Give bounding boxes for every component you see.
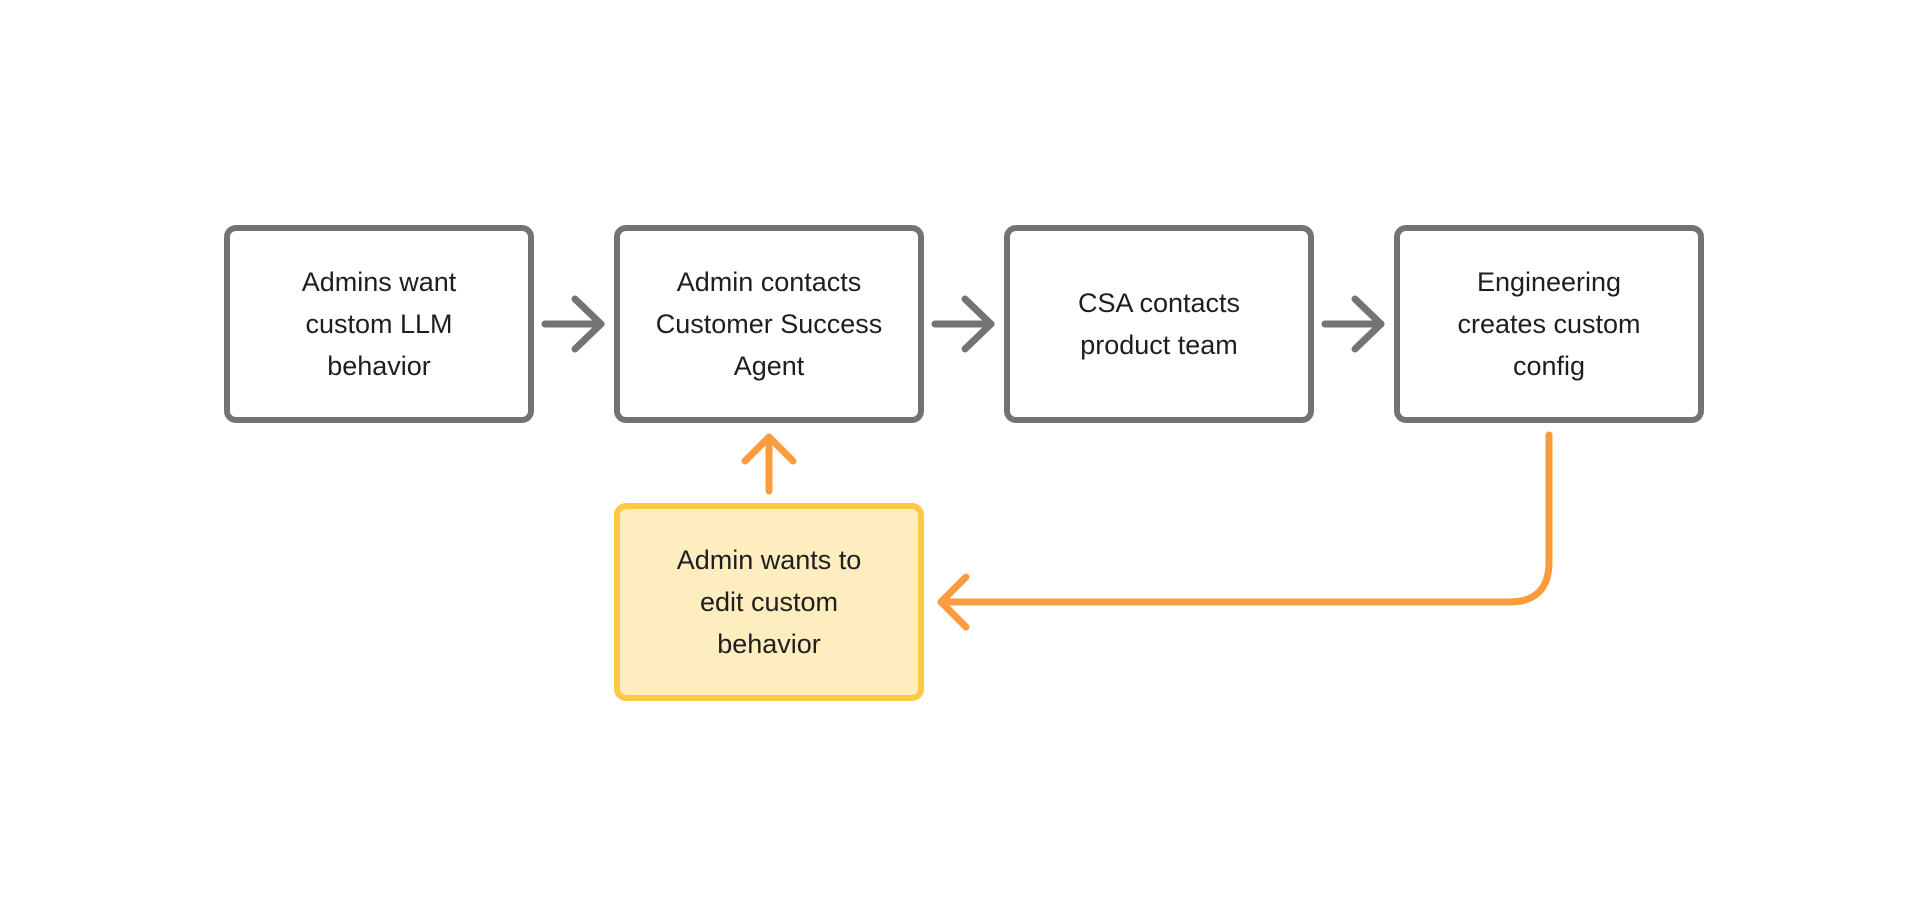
node-label: Admins want custom LLM behavior bbox=[301, 267, 457, 381]
arrow-admin-edit-to-admin-contacts bbox=[741, 433, 797, 495]
node-engineering: Engineering creates custom config bbox=[1394, 225, 1704, 423]
node-label: CSA contacts product team bbox=[1077, 288, 1241, 360]
arrow-admins-to-admin-contacts bbox=[541, 295, 605, 353]
node-admin-edit: Admin wants to edit custom behavior bbox=[614, 503, 924, 701]
node-admin-contacts: Admin contacts Customer Success Agent bbox=[614, 225, 924, 423]
node-admins-want: Admins want custom LLM behavior bbox=[224, 225, 534, 423]
arrow-engineering-to-admin-edit bbox=[937, 431, 1553, 631]
arrow-admin-contacts-to-csa bbox=[931, 295, 995, 353]
node-label: Admin wants to edit custom behavior bbox=[676, 545, 862, 659]
node-label: Engineering creates custom config bbox=[1457, 267, 1641, 381]
arrow-csa-to-engineering bbox=[1321, 295, 1385, 353]
node-label: Admin contacts Customer Success Agent bbox=[655, 267, 883, 381]
node-csa-contacts: CSA contacts product team bbox=[1004, 225, 1314, 423]
